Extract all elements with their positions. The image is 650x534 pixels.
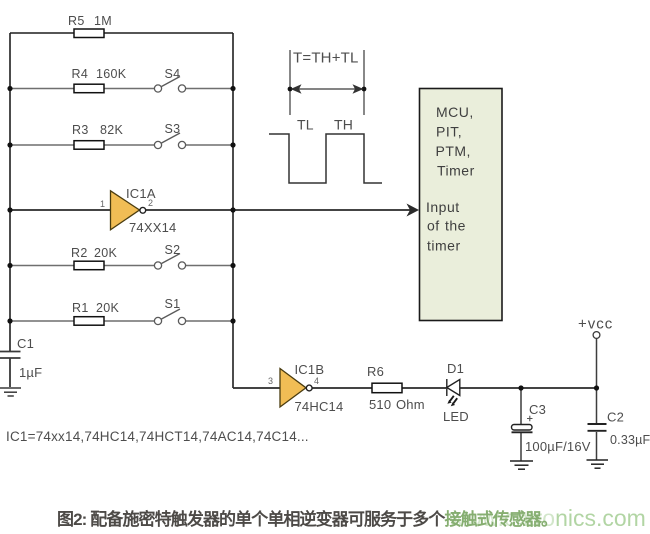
svg-text:2: 2 (148, 198, 153, 208)
svg-text:R2: R2 (71, 246, 88, 260)
svg-text:T=TH+TL: T=TH+TL (293, 50, 359, 67)
svg-text:S2: S2 (165, 243, 181, 257)
svg-text:C2: C2 (607, 410, 624, 425)
svg-text:+vcc: +vcc (578, 316, 613, 333)
svg-text:R3: R3 (72, 123, 89, 137)
svg-text:3: 3 (268, 376, 273, 386)
svg-text:IC1A: IC1A (126, 186, 156, 201)
svg-text:C1: C1 (17, 336, 34, 351)
svg-text:IC1=74xx14,74HC14,74HCT14,74AC: IC1=74xx14,74HC14,74HCT14,74AC14,74C14..… (6, 429, 309, 444)
svg-text:S4: S4 (165, 67, 181, 81)
svg-text:the: the (445, 218, 466, 234)
svg-text:1M: 1M (94, 14, 112, 28)
svg-text:1µF: 1µF (19, 365, 42, 380)
svg-text:1: 1 (100, 199, 105, 209)
svg-text:74HC14: 74HC14 (295, 399, 344, 414)
svg-text:TH: TH (334, 117, 353, 133)
svg-text:74XX14: 74XX14 (129, 220, 176, 235)
svg-text:of: of (427, 218, 440, 234)
svg-text:IC1B: IC1B (295, 362, 325, 377)
svg-text:MCU,: MCU, (436, 104, 474, 120)
svg-text:20K: 20K (94, 246, 118, 260)
svg-text:PTM,: PTM, (436, 143, 471, 159)
svg-text:Timer: Timer (437, 163, 475, 179)
svg-text:S1: S1 (165, 297, 181, 311)
svg-text:LED: LED (443, 409, 469, 424)
svg-text:510: 510 (369, 397, 391, 412)
svg-text:Ohm: Ohm (396, 397, 425, 412)
svg-text:R5: R5 (68, 14, 85, 28)
svg-text:R4: R4 (72, 67, 89, 81)
svg-text:timer: timer (427, 238, 461, 254)
svg-text:PIT,: PIT, (436, 124, 462, 140)
svg-text:100µF/16V: 100µF/16V (525, 439, 591, 454)
svg-text:4: 4 (314, 376, 319, 386)
svg-text:D1: D1 (447, 361, 464, 376)
svg-text:20K: 20K (96, 301, 120, 315)
svg-text:R1: R1 (72, 301, 89, 315)
svg-text:0.33µF: 0.33µF (610, 433, 650, 447)
svg-text:S3: S3 (165, 122, 181, 136)
svg-text:160K: 160K (96, 67, 127, 81)
svg-text:Input: Input (426, 199, 460, 215)
svg-text:82K: 82K (100, 123, 124, 137)
svg-text:R6: R6 (367, 364, 384, 379)
svg-text:TL: TL (297, 117, 314, 133)
svg-text:C3: C3 (529, 402, 546, 417)
